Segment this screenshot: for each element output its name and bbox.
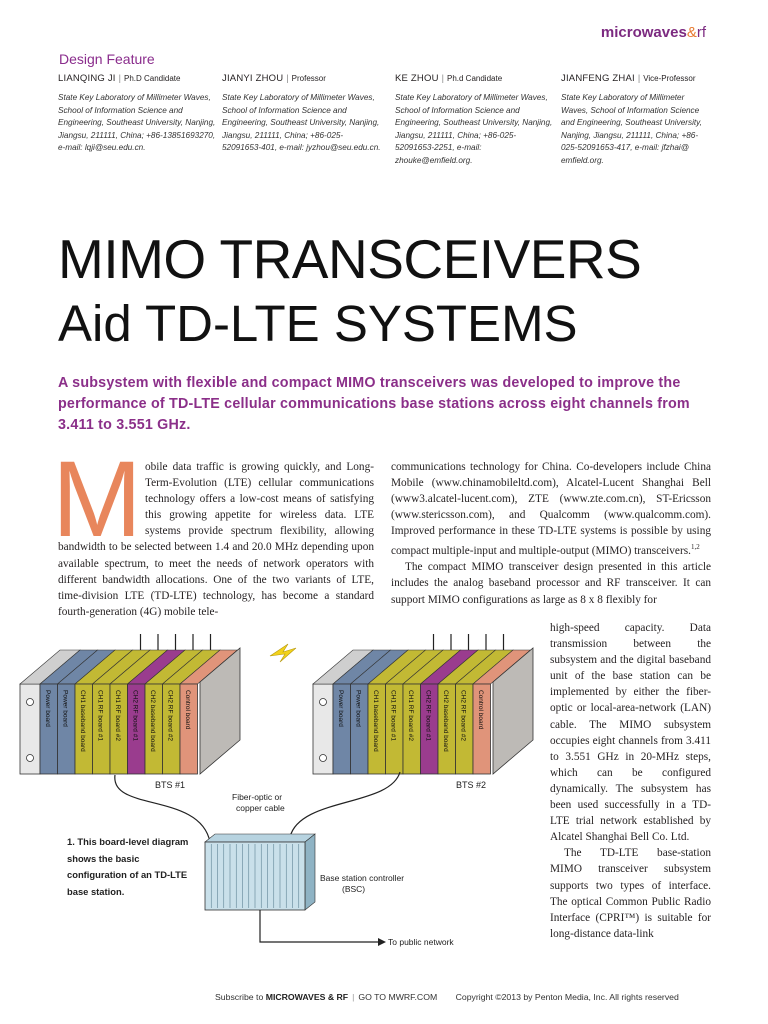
author-1: LIANQING JI|Ph.D Candidate State Key Lab… xyxy=(58,68,218,155)
author-role: Vice-Professor xyxy=(643,74,696,83)
article-title-line1: MIMO TRANSCEIVERS xyxy=(58,228,642,290)
lightning-icon xyxy=(269,643,297,663)
magazine-logo: microwaves&rf xyxy=(601,24,706,41)
board-label: CH2 RF board #1 xyxy=(425,690,432,741)
author-affiliation: State Key Laboratory of Millimeter Waves… xyxy=(561,93,702,165)
author-name: KE ZHOU xyxy=(395,73,439,84)
board-label: CH1 baseband board xyxy=(372,690,379,752)
title-main: TD-LTE SYSTEMS xyxy=(144,295,578,352)
figure-caption: 1. This board-level diagram shows the ba… xyxy=(67,836,189,897)
board-label: CH2 baseband board xyxy=(149,690,156,752)
board-label: CH1 baseband board xyxy=(79,690,86,752)
bsc-label-line1: Base station controller xyxy=(320,873,404,883)
board-label: CH2 RF board #2 xyxy=(460,690,467,741)
board-label: Control board xyxy=(184,690,191,730)
logo-main: microwaves xyxy=(600,24,687,41)
cable-label-line1: Fiber-optic or xyxy=(232,792,282,802)
board-label: CH1 RF board #2 xyxy=(114,690,121,741)
author-role: Professor xyxy=(291,74,326,83)
board-slot xyxy=(179,683,198,775)
paragraph: obile data traffic is growing quickly, a… xyxy=(58,461,374,618)
article-title-line2: Aid TD-LTE SYSTEMS xyxy=(58,298,578,349)
bsc-label-line2: (BSC) xyxy=(342,884,365,894)
board-label: CH2 RF board #1 xyxy=(132,690,139,741)
paragraph: The TD-LTE base-station MIMO transceiver… xyxy=(550,847,711,940)
paragraph: communications technology for China. Co-… xyxy=(391,461,711,558)
board-slot xyxy=(472,683,491,775)
footer-goto[interactable]: GO TO MWRF.COM xyxy=(358,992,438,1002)
figure-base-station-diagram: Power board Power board CH1 baseband board… xyxy=(19,634,534,947)
board-label: Power board xyxy=(355,690,362,727)
cable-2 xyxy=(289,771,401,838)
page-footer: Subscribe to MICROWAVES & RF|GO TO MWRF.… xyxy=(215,992,679,1002)
author-3: KE ZHOU|Ph.d Candidate State Key Laborat… xyxy=(395,68,555,167)
footer-copyright: Copyright ©2013 by Penton Media, Inc. Al… xyxy=(455,992,679,1002)
author-affiliation: State Key Laboratory of Millimeter Waves… xyxy=(58,93,216,152)
paragraph: high-speed capacity. Data transmission b… xyxy=(550,622,711,844)
citation: 1,2 xyxy=(690,543,700,552)
board-label: CH1 RF board #2 xyxy=(407,690,414,741)
arrow-icon xyxy=(378,938,386,946)
board-label: CH1 RF board #1 xyxy=(390,690,397,741)
section-label: Design Feature xyxy=(59,51,155,67)
board-label: Power board xyxy=(337,690,344,727)
board-label: CH1 RF board #1 xyxy=(97,690,104,741)
board-label: Control board xyxy=(477,690,484,730)
drop-cap: M xyxy=(52,438,142,559)
author-name: LIANQING JI xyxy=(58,73,116,84)
bts-1-rack: Power board Power board CH1 baseband board… xyxy=(19,634,241,775)
bts-2-rack: Power board Power board CH1 baseband board… xyxy=(312,634,534,775)
author-4: JIANFENG ZHAI|Vice-Professor State Key L… xyxy=(561,68,711,167)
author-name: JIANFENG ZHAI xyxy=(561,73,635,84)
author-role: Ph.D Candidate xyxy=(123,74,181,83)
cable-1 xyxy=(114,774,211,843)
author-name: JIANYI ZHOU xyxy=(222,73,284,84)
bsc-cabinet xyxy=(204,833,316,911)
author-role: Ph.d Candidate xyxy=(446,74,503,83)
footer-subscribe: Subscribe to xyxy=(215,992,264,1002)
author-2: JIANYI ZHOU|Professor State Key Laborato… xyxy=(222,68,382,155)
board-label: CH2 baseband board xyxy=(442,690,449,752)
board-label: CH2 RF board #2 xyxy=(167,690,174,741)
body-column-2: communications technology for China. Co-… xyxy=(391,459,711,608)
logo-amp: & xyxy=(686,24,697,41)
bts-1-label: BTS #1 xyxy=(155,780,185,790)
logo-rf: rf xyxy=(696,24,706,41)
body-column-3: high-speed capacity. Data transmission b… xyxy=(550,620,711,942)
author-affiliation: State Key Laboratory of Millimeter Waves… xyxy=(222,93,381,152)
board-label: Power board xyxy=(44,690,51,727)
paragraph: The compact MIMO transceiver design pres… xyxy=(391,561,711,606)
public-network-label: To public network xyxy=(388,937,454,947)
cable-label-line2: copper cable xyxy=(236,803,285,813)
article-deck: A subsystem with flexible and compact MI… xyxy=(58,375,690,433)
bts-2-label: BTS #2 xyxy=(456,780,486,790)
author-affiliation: State Key Laboratory of Millimeter Waves… xyxy=(395,93,553,165)
title-aid: Aid xyxy=(58,295,132,352)
board-label: Power board xyxy=(62,690,69,727)
footer-magazine[interactable]: MICROWAVES & RF xyxy=(265,992,349,1002)
